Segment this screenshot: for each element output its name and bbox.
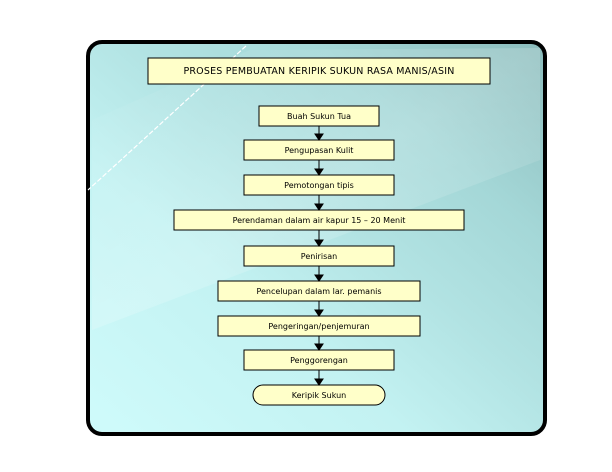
arrow-2-head bbox=[314, 168, 324, 176]
arrow-4-head bbox=[314, 239, 324, 247]
arrow-7-head bbox=[314, 343, 324, 351]
terminal-label: Keripik Sukun bbox=[291, 390, 347, 400]
step-label-6: Pencelupan dalam lar. pemanis bbox=[256, 286, 382, 296]
diagram-title: PROSES PEMBUATAN KERIPIK SUKUN RASA MANI… bbox=[183, 65, 455, 77]
step-label-1: Buah Sukun Tua bbox=[287, 111, 351, 121]
step-label-3: Pemotongan tipis bbox=[284, 180, 354, 190]
arrow-5-head bbox=[314, 274, 324, 282]
arrow-3-head bbox=[314, 203, 324, 211]
arrow-8-head bbox=[314, 378, 324, 386]
step-label-5: Penirisan bbox=[300, 251, 338, 261]
arrow-6-head bbox=[314, 309, 324, 317]
step-label-8: Penggorengan bbox=[290, 355, 348, 365]
step-label-7: Pengeringan/penjemuran bbox=[268, 321, 370, 331]
title-box bbox=[147, 57, 491, 85]
arrow-1-head bbox=[314, 133, 324, 141]
step-label-4: Perendaman dalam air kapur 15 – 20 Menit bbox=[232, 215, 406, 225]
step-label-2: Pengupasan Kulit bbox=[284, 145, 354, 155]
